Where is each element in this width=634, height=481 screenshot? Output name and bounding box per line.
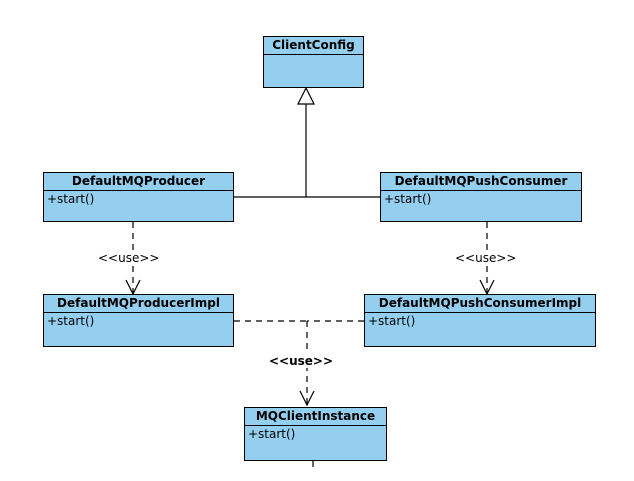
class-default-mq-producer-impl-name: DefaultMQProducerImpl: [44, 295, 233, 313]
class-default-mq-push-consumer-operation: +start(): [384, 192, 432, 206]
class-default-mq-push-consumer-impl-name: DefaultMQPushConsumerImpl: [365, 295, 595, 313]
class-default-mq-push-consumer-impl[interactable]: DefaultMQPushConsumerImpl +start(): [364, 294, 596, 347]
producer-use-label: <<use>>: [98, 251, 160, 265]
consumer-use-label: <<use>>: [455, 251, 517, 265]
class-mq-client-instance-operation: +start(): [248, 427, 296, 441]
class-default-mq-push-consumer-impl-operation: +start(): [368, 314, 416, 328]
class-default-mq-producer-impl-operation: +start(): [47, 314, 95, 328]
class-mq-client-instance[interactable]: MQClientInstance +start(): [244, 407, 387, 461]
class-client-config[interactable]: ClientConfig: [263, 36, 364, 88]
class-client-config-name: ClientConfig: [264, 37, 363, 55]
generalization-arrowhead: [297, 86, 315, 105]
class-default-mq-push-consumer-name: DefaultMQPushConsumer: [381, 173, 581, 191]
class-default-mq-producer-name: DefaultMQProducer: [44, 173, 233, 191]
class-default-mq-producer[interactable]: DefaultMQProducer +start(): [43, 172, 234, 222]
class-default-mq-producer-impl[interactable]: DefaultMQProducerImpl +start(): [43, 294, 234, 347]
class-default-mq-producer-operation: +start(): [47, 192, 95, 206]
impl-use-label: <<use>>: [269, 354, 334, 368]
impl-use-arrowhead: [299, 390, 315, 407]
class-default-mq-push-consumer[interactable]: DefaultMQPushConsumer +start(): [380, 172, 582, 222]
class-mq-client-instance-name: MQClientInstance: [245, 408, 386, 426]
